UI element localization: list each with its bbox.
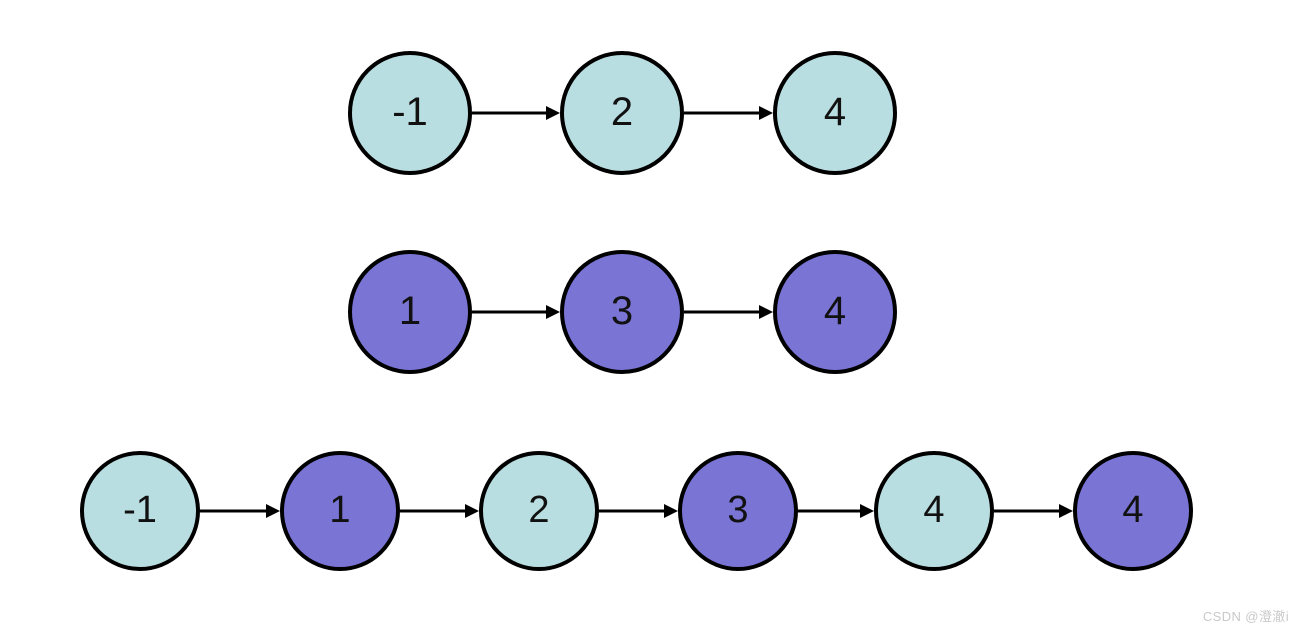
node-list-b-1[interactable]: 3	[560, 250, 684, 374]
node-merged-list-1[interactable]: 1	[280, 451, 400, 571]
node-row-list-a: -1 2 4	[0, 43, 1301, 183]
arrow-list-a-1	[684, 103, 773, 123]
arrow-merged-list-2	[599, 501, 678, 521]
node-list-b-2[interactable]: 4	[773, 250, 897, 374]
node-merged-list-5[interactable]: 4	[1073, 451, 1193, 571]
csdn-watermark: CSDN @澄澈i	[1202, 609, 1289, 624]
arrow-merged-list-1	[400, 501, 479, 521]
arrow-list-b-1	[684, 302, 773, 322]
node-value-label: -1	[123, 489, 157, 531]
node-value-label: 4	[823, 289, 847, 333]
node-value-label: 1	[329, 489, 351, 531]
node-list-a-1[interactable]: 2	[560, 51, 684, 175]
node-row-list-b: 1 3 4	[0, 242, 1301, 382]
node-merged-list-4[interactable]: 4	[874, 451, 994, 571]
node-value-label: 4	[1122, 489, 1144, 531]
node-list-b-0[interactable]: 1	[348, 250, 472, 374]
node-list-a-0[interactable]: -1	[348, 51, 472, 175]
node-value-label: 4	[823, 90, 847, 134]
arrow-merged-list-4	[994, 501, 1073, 521]
arrow-list-a-0	[472, 103, 560, 123]
node-merged-list-3[interactable]: 3	[678, 451, 798, 571]
node-merged-list-2[interactable]: 2	[479, 451, 599, 571]
arrow-list-b-0	[472, 302, 560, 322]
node-value-label: -1	[392, 90, 428, 134]
node-value-label: 2	[610, 90, 634, 134]
node-value-label: 3	[610, 289, 634, 333]
node-row-merged-list: -1 1 2 3 4 4	[0, 441, 1301, 581]
node-value-label: 2	[528, 489, 550, 531]
node-merged-list-0[interactable]: -1	[80, 451, 200, 571]
arrow-merged-list-0	[200, 501, 280, 521]
node-value-label: 3	[727, 489, 749, 531]
node-list-a-2[interactable]: 4	[773, 51, 897, 175]
node-value-label: 4	[923, 489, 945, 531]
arrow-merged-list-3	[798, 501, 874, 521]
node-value-label: 1	[398, 289, 422, 333]
